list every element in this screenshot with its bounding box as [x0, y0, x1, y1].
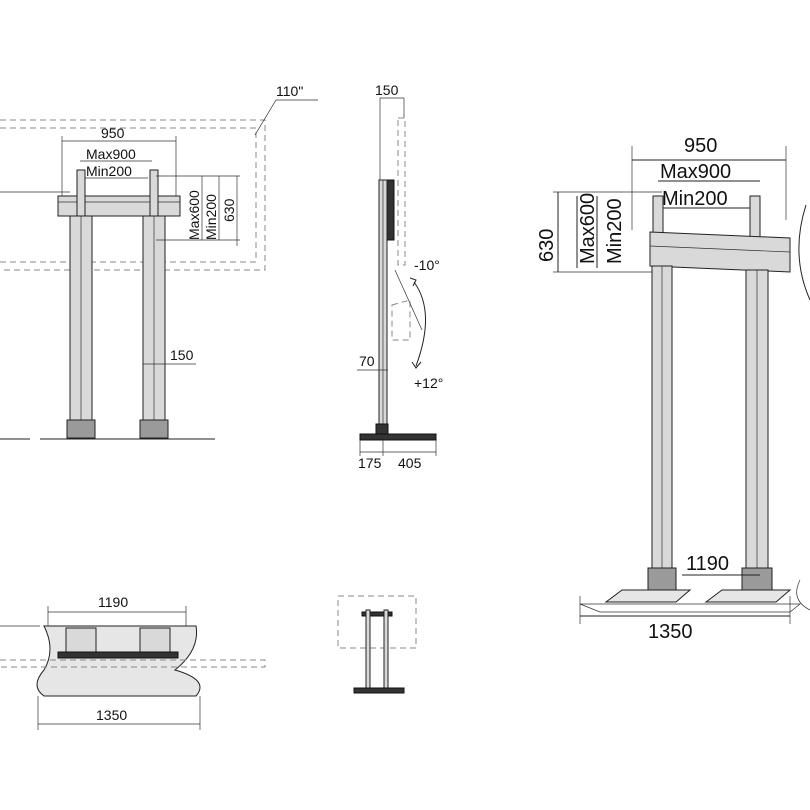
top-view: 1190 1350 — [0, 594, 266, 730]
screen-side-outline — [397, 117, 406, 266]
iso-label-950: 950 — [684, 135, 717, 157]
iso-base-left — [604, 589, 692, 603]
thumb-post-left — [365, 609, 371, 691]
screen-outline-front-inner — [0, 127, 257, 263]
label-max600: Max600 — [186, 190, 202, 240]
thumb-post-right — [383, 609, 389, 691]
iso-mount-bar — [649, 231, 791, 273]
label-min200: Min200 — [86, 163, 132, 179]
iso-foot-left — [647, 567, 677, 591]
tilt-arrow-top — [409, 277, 417, 287]
tilt-arc — [413, 281, 426, 367]
iso-rotate-arc — [798, 204, 810, 301]
label-min200-vertical: Min200 — [203, 194, 219, 240]
mounting-bar-front — [57, 195, 181, 217]
label-height-630: 630 — [221, 198, 237, 222]
side-view: 150 -10° +12° 70 175 405 — [357, 82, 443, 471]
iso-floor-edge — [796, 579, 810, 611]
tilt-axis — [394, 269, 423, 331]
leader-110 — [254, 99, 318, 136]
label-width-1190-top: 1190 — [98, 594, 128, 610]
iso-label-1190: 1190 — [686, 553, 729, 575]
iso-view: 950 Max900 Min200 630 Max600 Min200 — [536, 135, 810, 643]
label-max900: Max900 — [86, 146, 136, 162]
label-width-950: 950 — [101, 125, 125, 141]
screen-outline-top — [0, 659, 266, 668]
top-mount-bar — [57, 651, 179, 659]
tilt-arrow-bottom — [411, 361, 422, 369]
top-bracket-right — [139, 627, 171, 653]
label-screen-size: 110" — [276, 83, 303, 99]
label-base-405: 405 — [398, 455, 422, 471]
thumb-bar — [361, 611, 393, 617]
iso-label-min200-vertical: Min200 — [604, 198, 626, 264]
label-tilt-minus: -10° — [414, 257, 440, 273]
iso-mount-bar-line — [649, 245, 791, 253]
iso-label-1350: 1350 — [648, 621, 693, 643]
label-depth-150: 150 — [375, 82, 399, 98]
iso-label-max600: Max600 — [577, 193, 599, 264]
front-view: 110" 950 Max900 Min200 — [0, 83, 318, 440]
screen-outline-front — [0, 119, 266, 271]
iso-base-right — [704, 589, 792, 603]
iso-foot-right — [741, 567, 773, 591]
side-base — [359, 433, 437, 441]
thumb-screen — [337, 595, 417, 649]
base-plate-top — [36, 625, 201, 697]
iso-label-630: 630 — [536, 229, 558, 262]
label-post-150: 150 — [170, 347, 194, 363]
label-base-175: 175 — [358, 455, 382, 471]
label-tilt-plus: +12° — [414, 375, 443, 391]
iso-label-min200: Min200 — [662, 188, 728, 210]
iso-label-max900: Max900 — [660, 161, 731, 183]
thumb-base — [353, 687, 405, 694]
foot-left-front — [66, 419, 96, 439]
iso-floor-shadow — [579, 603, 801, 613]
thumbnail-view — [337, 595, 417, 694]
tilt-dashed — [391, 299, 411, 341]
label-dim-70: 70 — [359, 353, 375, 369]
foot-right-front — [139, 419, 169, 439]
label-width-1350-top: 1350 — [96, 707, 127, 723]
side-foot — [375, 423, 389, 435]
top-bracket-left — [65, 627, 97, 653]
